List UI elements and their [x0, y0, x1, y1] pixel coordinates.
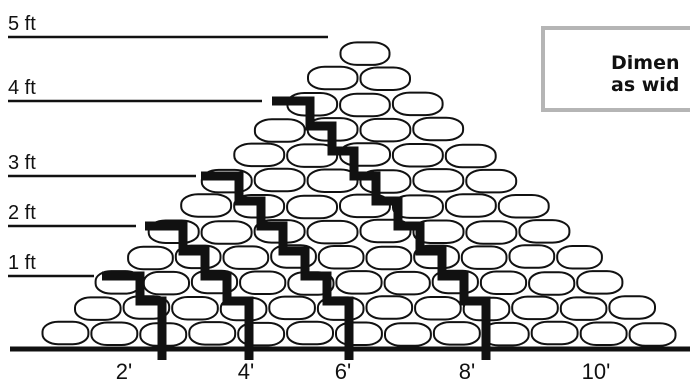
height-label-1ft: 1 ft — [8, 252, 36, 274]
rock — [336, 271, 381, 294]
rock — [532, 322, 578, 345]
rock — [361, 68, 411, 91]
rock — [510, 245, 555, 268]
rock — [466, 170, 516, 193]
rock — [413, 118, 463, 141]
rock — [361, 119, 411, 141]
width-label-4ft: 4' — [238, 359, 254, 384]
rock — [75, 297, 121, 320]
rock — [269, 297, 315, 320]
rock — [529, 272, 574, 295]
rock — [581, 323, 627, 346]
rock — [189, 322, 235, 345]
rock — [385, 272, 430, 295]
rock — [466, 221, 516, 244]
rock — [393, 144, 443, 167]
rock — [462, 246, 507, 269]
rock — [341, 42, 390, 65]
rock — [287, 196, 337, 219]
rock — [499, 195, 549, 218]
width-label-2ft: 2' — [116, 359, 132, 384]
rock — [202, 221, 252, 244]
rock — [557, 246, 602, 269]
note-text: Dimen as wid — [611, 52, 680, 96]
rock — [434, 322, 480, 345]
width-scale: 2' 4' 6' 8' 10' — [116, 359, 611, 384]
rock — [519, 220, 569, 243]
rock — [512, 297, 558, 320]
rock — [234, 144, 284, 167]
height-label-5ft: 5 ft — [8, 13, 36, 35]
rock — [446, 145, 496, 168]
rock — [481, 272, 526, 295]
rock — [255, 119, 305, 142]
height-label-4ft: 4 ft — [8, 77, 36, 99]
width-label-10ft: 10' — [582, 359, 611, 384]
rock — [385, 323, 431, 346]
rock — [308, 67, 358, 90]
rock — [240, 272, 285, 295]
rock — [181, 194, 231, 217]
rock — [367, 247, 412, 269]
rock — [415, 297, 461, 320]
rock — [255, 169, 305, 192]
rock — [609, 296, 655, 319]
rock — [577, 271, 622, 294]
rock — [128, 247, 173, 269]
width-label-6ft: 6' — [335, 359, 351, 384]
rock — [336, 323, 382, 346]
rock — [446, 194, 496, 217]
rock — [43, 322, 89, 345]
rock — [413, 169, 463, 192]
rock — [340, 94, 390, 117]
rock — [91, 323, 137, 346]
rock — [630, 323, 676, 346]
rock — [144, 272, 189, 295]
rock — [367, 296, 413, 319]
width-label-8ft: 8' — [459, 359, 475, 384]
height-label-3ft: 3 ft — [8, 152, 36, 174]
note-box: Dimen as wid — [541, 26, 690, 112]
rock — [172, 297, 218, 320]
rock — [308, 221, 358, 244]
height-label-2ft: 2 ft — [8, 202, 36, 224]
rock — [319, 246, 364, 269]
rock — [287, 322, 333, 345]
rock — [393, 93, 443, 116]
rock — [561, 297, 607, 320]
rock — [224, 246, 269, 269]
